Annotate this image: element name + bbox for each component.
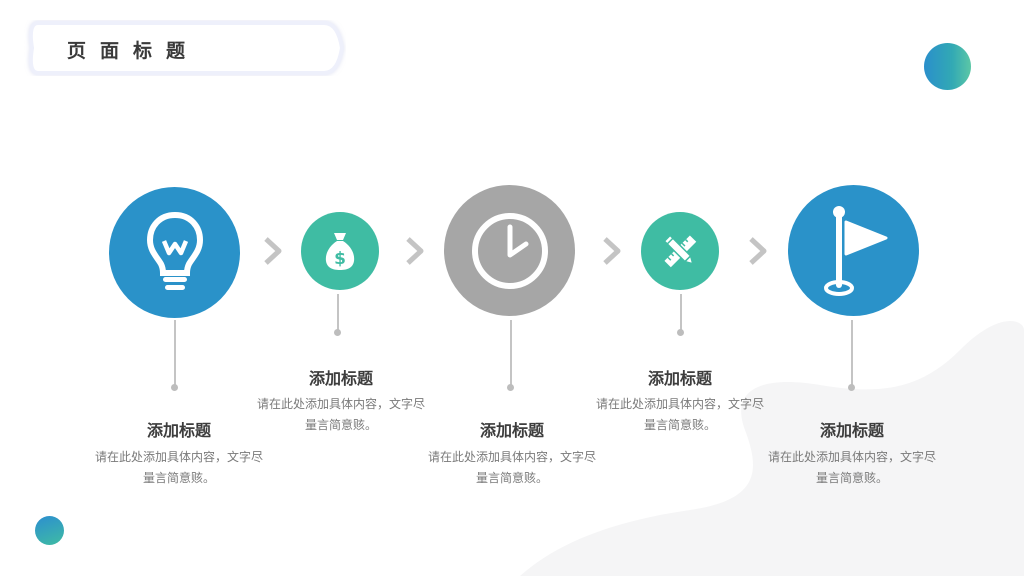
connector-dot [507, 384, 514, 391]
connector-dot [171, 384, 178, 391]
connector-line [851, 320, 853, 386]
step-2-circle: $ [301, 212, 379, 290]
decorative-circle-bottom-left [35, 516, 64, 545]
connector-dot [334, 329, 341, 336]
step-5-title: 添加标题 [819, 421, 884, 440]
decorative-circle-top-right [924, 43, 971, 90]
step-3-body: 请在此处添加具体内容，文字尽量言简意赅。 [427, 450, 596, 485]
step-4-title: 添加标题 [647, 369, 712, 388]
step-1-body: 请在此处添加具体内容，文字尽量言简意赅。 [94, 450, 263, 485]
step-2-body: 请在此处添加具体内容，文字尽量言简意赅。 [256, 397, 425, 432]
step-5-circle [788, 185, 919, 316]
pencil-ruler-icon [663, 234, 697, 268]
connector-line [174, 320, 176, 386]
step-5-body: 请在此处添加具体内容，文字尽量言简意赅。 [767, 450, 936, 485]
lightbulb-icon [146, 211, 203, 290]
step-3-title: 添加标题 [479, 421, 544, 440]
step-3-circle [444, 185, 575, 316]
title-banner [28, 21, 345, 75]
step-4-circle [641, 212, 719, 290]
flag-icon [823, 205, 887, 296]
connector-dot [848, 384, 855, 391]
chevron-right-icon [264, 237, 282, 265]
page-title: 页面标题 [67, 40, 200, 62]
clock-icon [471, 212, 548, 289]
chevron-right-icon [749, 237, 767, 265]
connector-dot [677, 329, 684, 336]
connector-line [510, 320, 512, 386]
connector-line [680, 294, 682, 332]
step-1-title: 添加标题 [146, 421, 211, 440]
step-1-circle [109, 187, 240, 318]
chevron-right-icon [603, 237, 621, 265]
svg-text:$: $ [334, 249, 346, 269]
money-bag-icon: $ [325, 233, 355, 270]
step-4-body: 请在此处添加具体内容，文字尽量言简意赅。 [595, 397, 764, 432]
connector-line [337, 294, 339, 332]
chevron-right-icon [406, 237, 424, 265]
step-2-title: 添加标题 [308, 369, 373, 388]
